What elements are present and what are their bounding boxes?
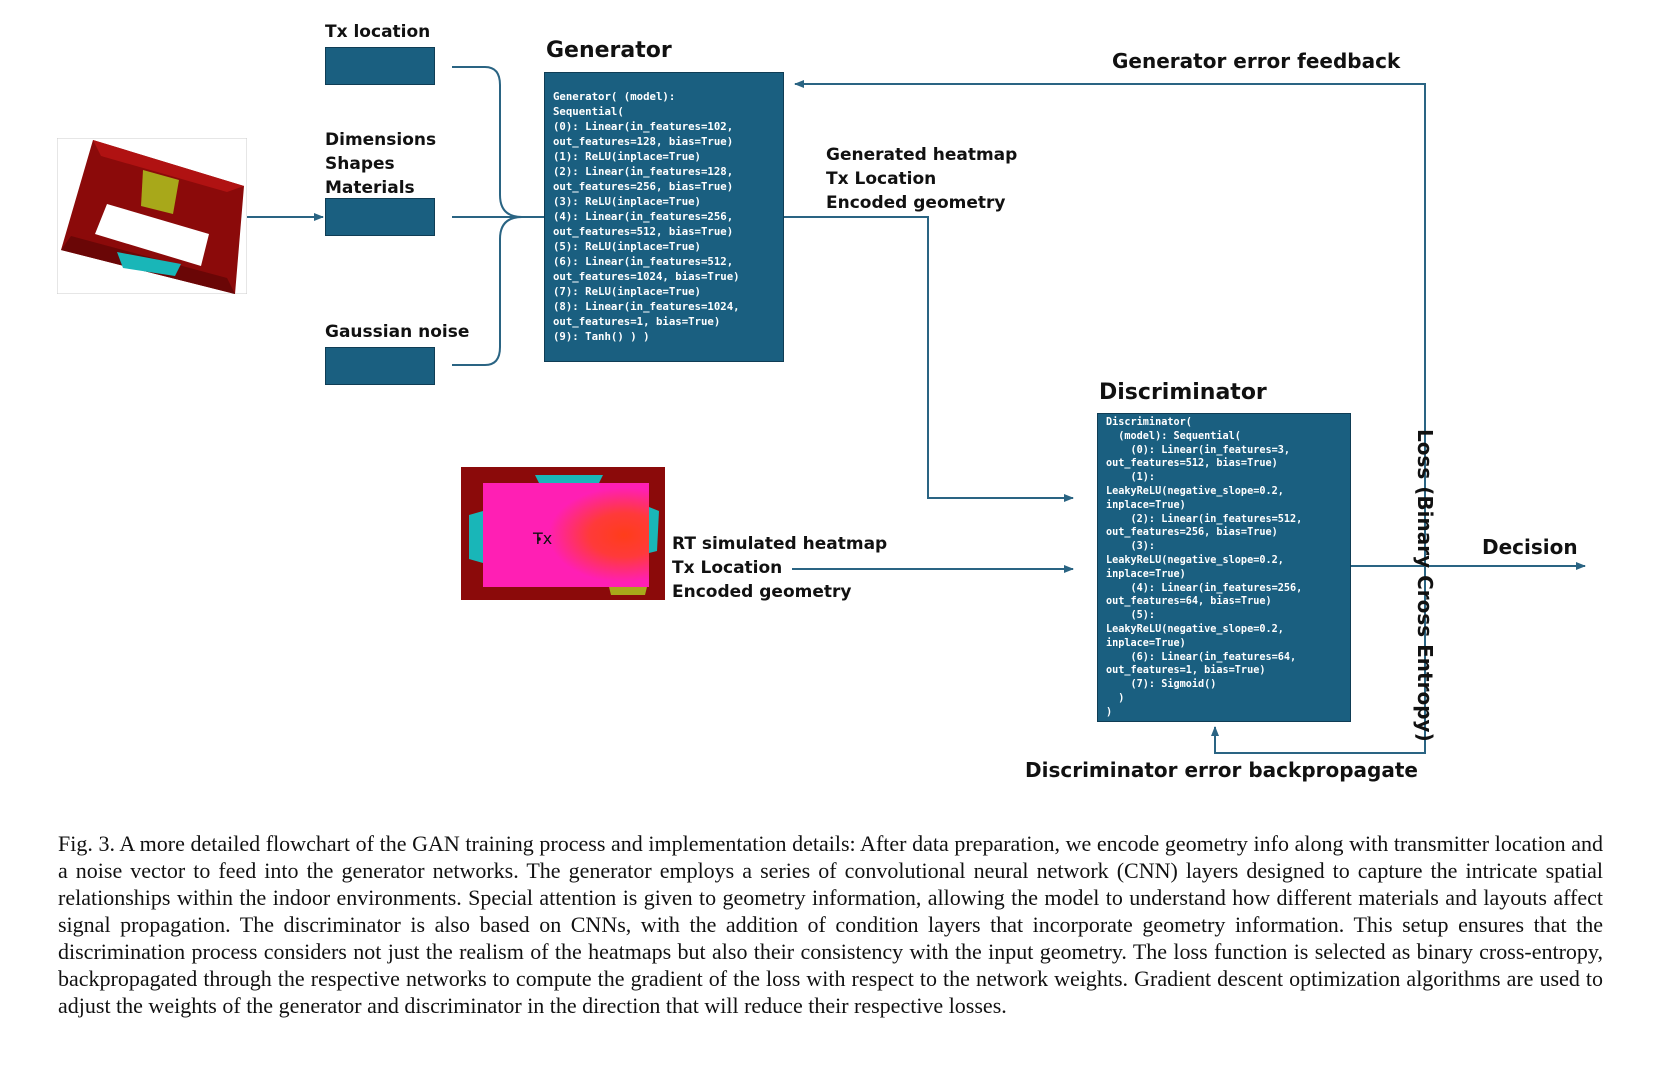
discriminator-architecture-box: Discriminator( (model): Sequential( (0):… <box>1097 413 1351 722</box>
generated-heatmap-label: Generated heatmap <box>826 145 1018 165</box>
geometry-input-box <box>325 198 435 236</box>
discriminator-title: Discriminator <box>1099 380 1267 405</box>
generator-title: Generator <box>546 38 672 63</box>
noise-input-box <box>325 347 435 385</box>
figure-caption: Fig. 3. A more detailed flowchart of the… <box>58 831 1603 1018</box>
generated-encoded-geometry-label: Encoded geometry <box>826 193 1006 213</box>
room-geometry-image <box>56 137 248 295</box>
rt-heatmap-image: Tx <box>461 467 665 600</box>
loss-label: Loss (Binary Cross Entropy) <box>1413 429 1437 742</box>
generator-to-discriminator-arrow <box>782 216 1074 502</box>
loss-backprop-loop <box>1211 566 1426 754</box>
rt-encoded-geometry-label: Encoded geometry <box>672 582 852 602</box>
gaussian-noise-label: Gaussian noise <box>325 322 470 342</box>
tx-location-label: Tx location <box>325 22 431 42</box>
rt-heatmap-label: RT simulated heatmap <box>672 534 888 554</box>
input-merge-brace <box>452 66 545 366</box>
geometry-label-materials: Materials <box>325 178 415 198</box>
geometry-label-dimensions: Dimensions <box>325 130 437 150</box>
generated-tx-location-label: Tx Location <box>826 169 937 189</box>
generator-architecture-box: Generator( (model): Sequential( (0): Lin… <box>544 72 784 362</box>
discriminator-backprop-label: Discriminator error backpropagate <box>1025 758 1418 782</box>
rt-tx-location-label: Tx Location <box>672 558 783 578</box>
generator-feedback-label: Generator error feedback <box>1112 49 1401 73</box>
geometry-label-shapes: Shapes <box>325 154 395 174</box>
heatmap-tx-marker: Tx <box>532 529 552 548</box>
loss-feedback-loop <box>794 80 1426 566</box>
tx-location-input-box <box>325 47 435 85</box>
decision-label: Decision <box>1482 535 1578 559</box>
